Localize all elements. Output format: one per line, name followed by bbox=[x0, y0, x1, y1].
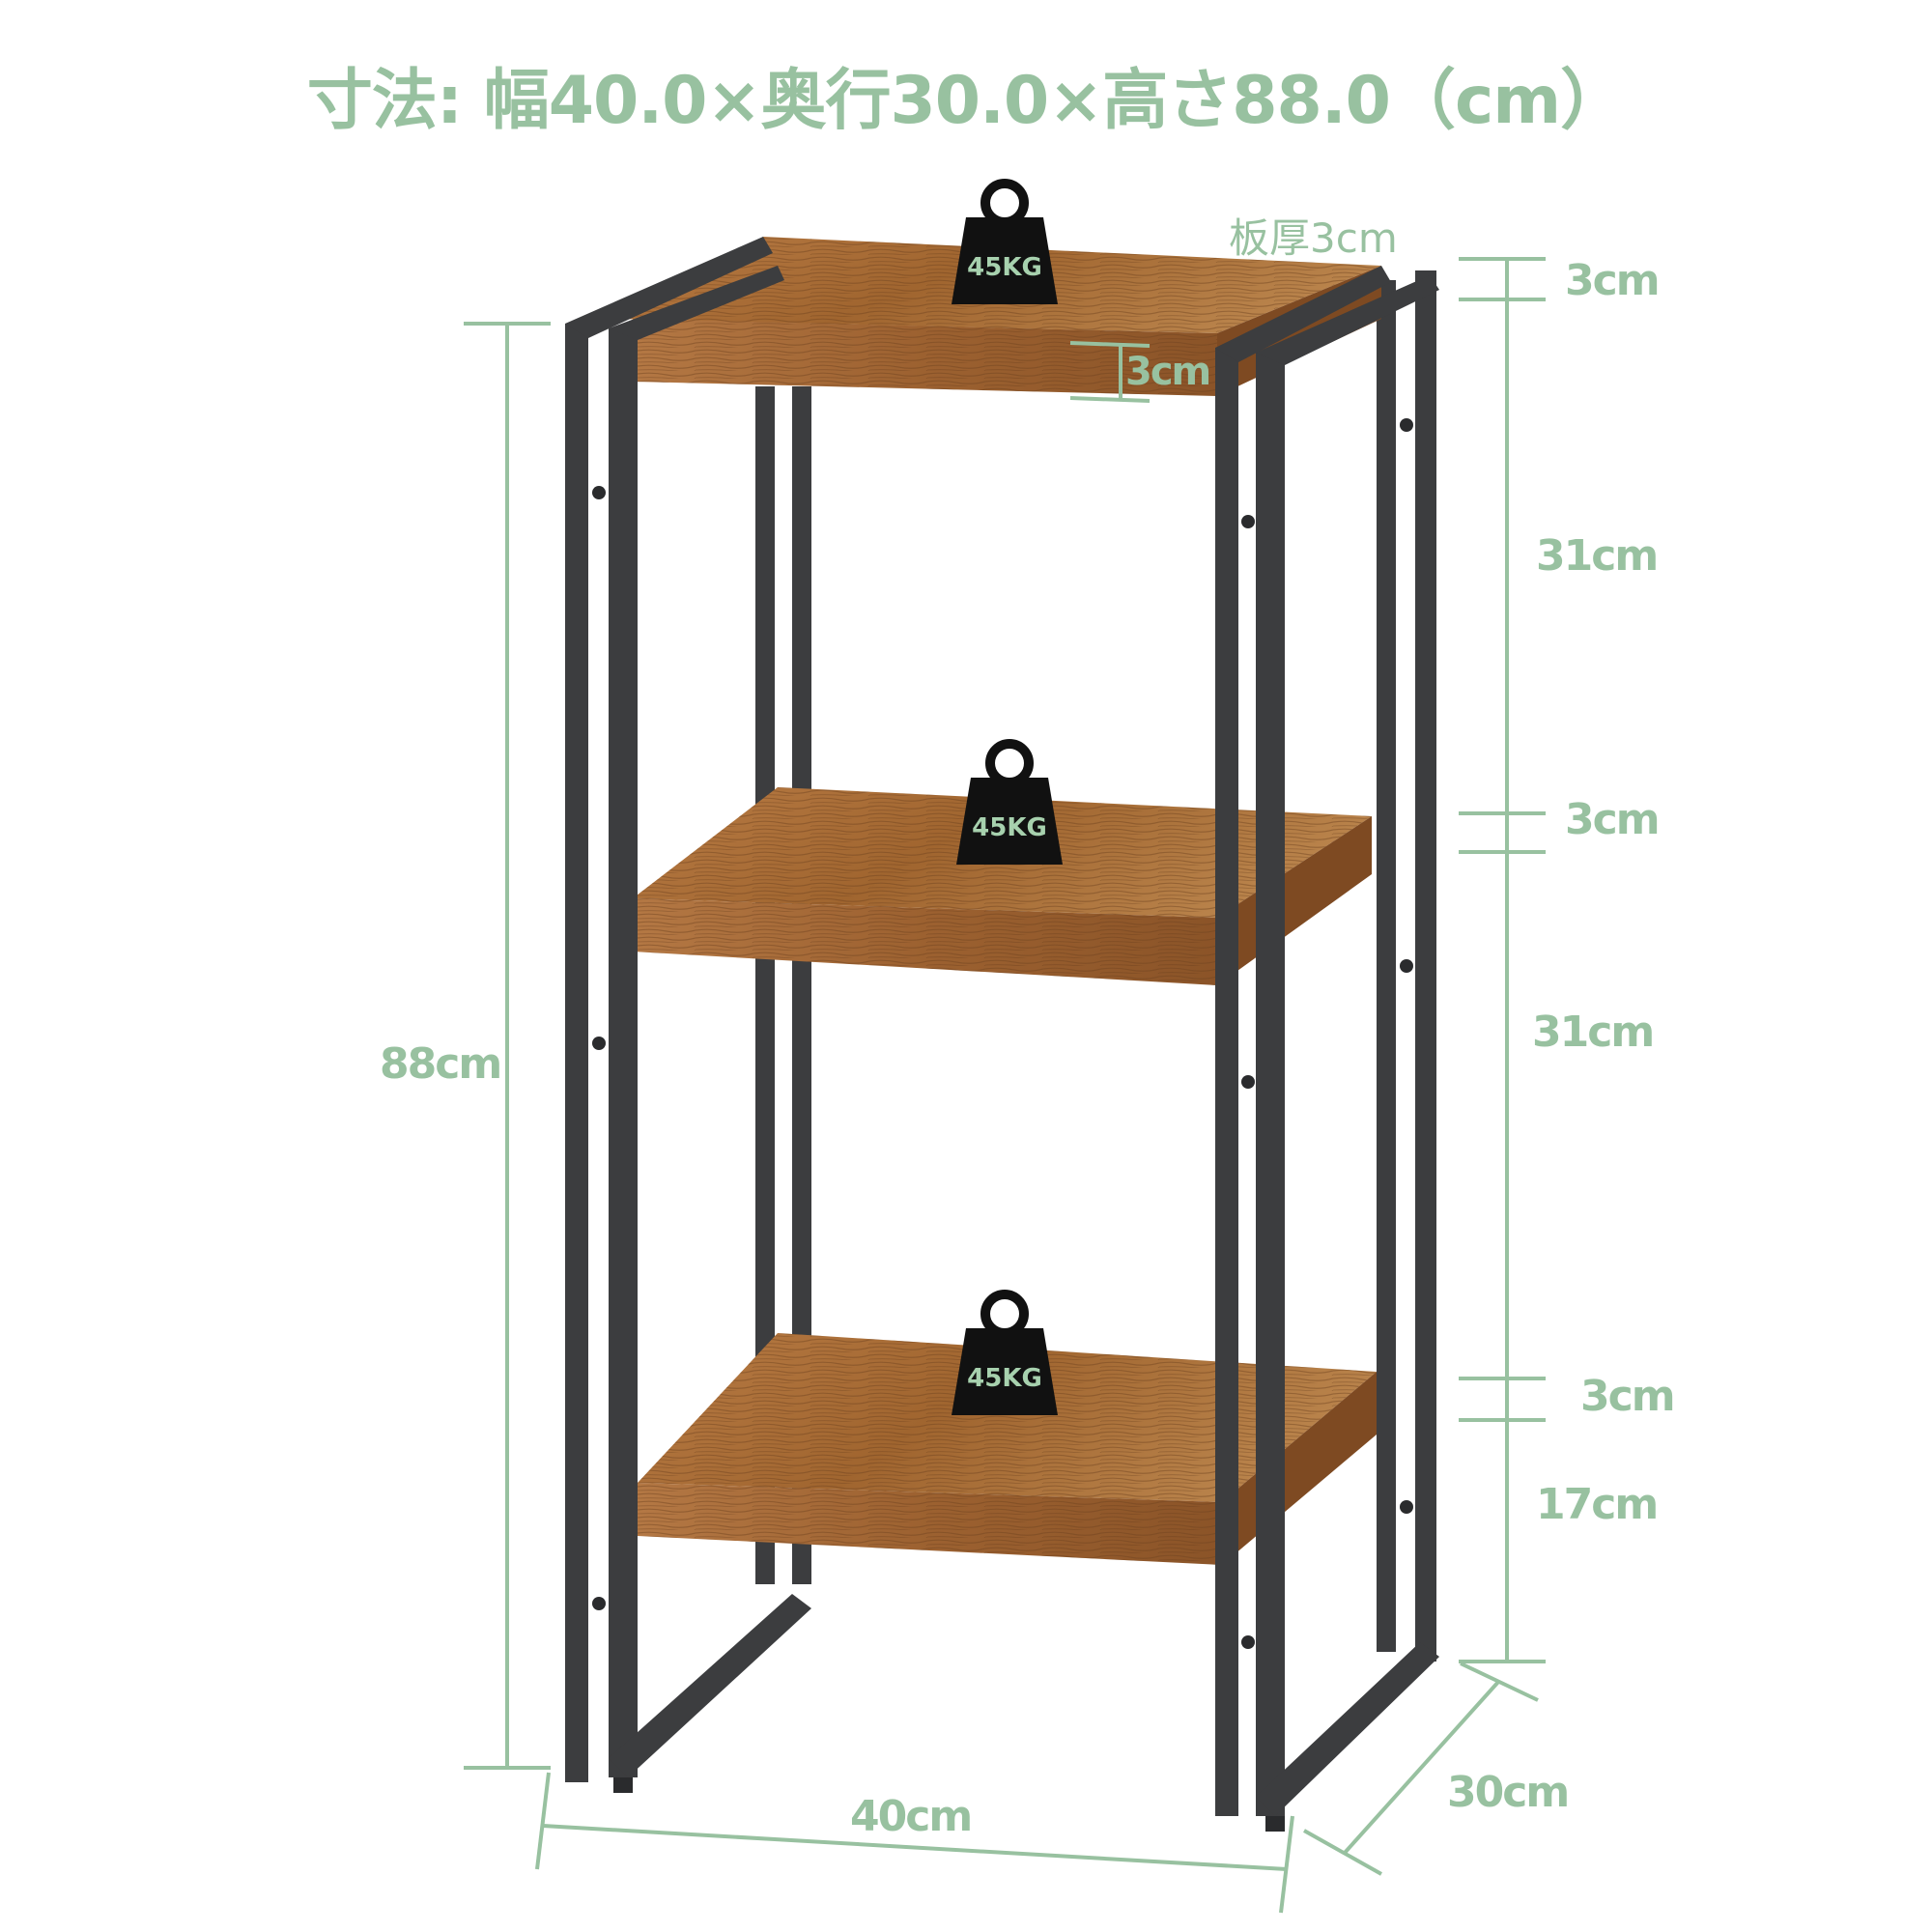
right-dim-label: 31cm bbox=[1536, 531, 1659, 581]
right-dim-label: 31cm bbox=[1532, 1008, 1655, 1057]
depth-label: 30cm bbox=[1447, 1768, 1570, 1817]
load-label-middle: 45KG bbox=[972, 813, 1047, 842]
bottom-shelf bbox=[638, 1333, 1377, 1565]
width-label: 40cm bbox=[850, 1792, 973, 1841]
right-dim-label: 17cm bbox=[1536, 1480, 1659, 1529]
right-dim-label: 3cm bbox=[1580, 1372, 1676, 1421]
load-label-bottom: 45KG bbox=[967, 1364, 1042, 1393]
right-dim-label: 3cm bbox=[1565, 256, 1661, 305]
load-label-top: 45KG bbox=[967, 253, 1042, 282]
board-thickness-label: 板厚3cm bbox=[1229, 214, 1398, 262]
dimension-title: 寸法: 幅40.0×奥行30.0×高さ88.0（cm） bbox=[306, 63, 1626, 139]
weight-icon bbox=[952, 179, 1058, 304]
front-frame bbox=[565, 237, 1439, 1816]
top-board-thickness-label: 3cm bbox=[1125, 350, 1211, 394]
dimension-lines bbox=[464, 257, 1546, 1914]
height-total-label: 88cm bbox=[380, 1039, 502, 1089]
frame-pegs bbox=[592, 418, 1413, 1832]
back-frame bbox=[755, 270, 1436, 1662]
right-dim-label: 3cm bbox=[1565, 795, 1661, 844]
weight-icon bbox=[952, 1290, 1058, 1415]
weight-icon bbox=[956, 739, 1063, 865]
